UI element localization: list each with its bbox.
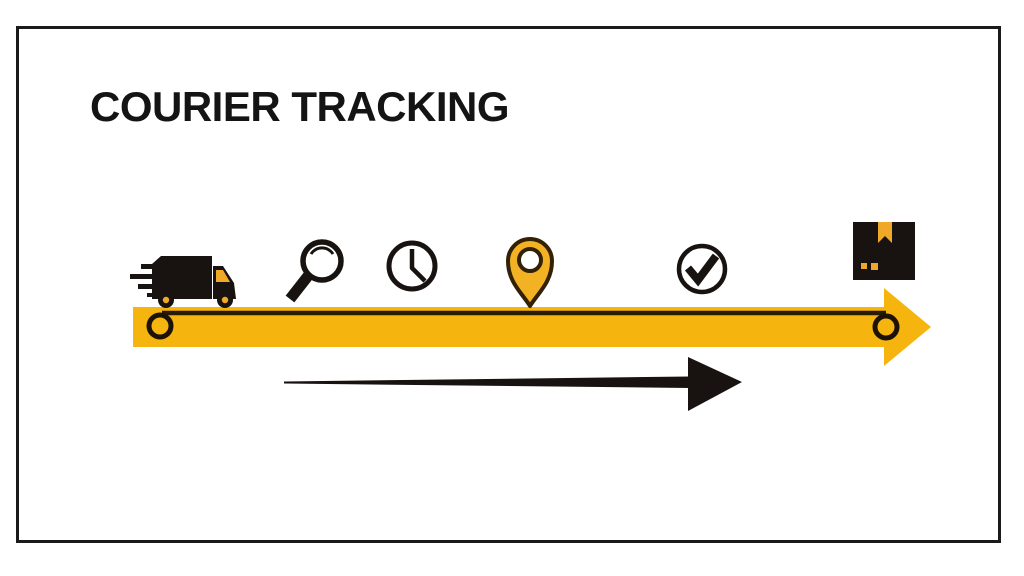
truck-window [216,270,230,282]
check-circle-icon [676,243,728,295]
check-mark [684,253,720,287]
clock-hands [409,249,427,283]
package-icon [853,222,915,280]
truck-front-hub [221,296,229,304]
progress-arrow [284,357,742,411]
slide-border [16,26,1001,543]
clock-icon [386,240,438,292]
truck-rear-hub [162,296,170,304]
timeline-start-ring [146,312,174,340]
location-pin-icon [506,237,554,308]
search-lens-highlight [309,246,335,255]
package-label-left [861,263,867,269]
timeline-end-ring [872,313,900,341]
package-label-right [871,263,878,270]
search-handle [285,272,313,303]
timeline-arrow-body [133,288,931,366]
delivery-truck-icon [130,256,236,308]
pin-hole [517,247,543,273]
truck-cargo-box [152,256,212,299]
search-icon [285,239,344,303]
progress-arrow-head [688,357,742,411]
package-tape [878,222,892,243]
timeline-arrow [133,288,931,366]
page-title: COURIER TRACKING [90,83,510,130]
progress-arrow-shaft [284,376,690,388]
